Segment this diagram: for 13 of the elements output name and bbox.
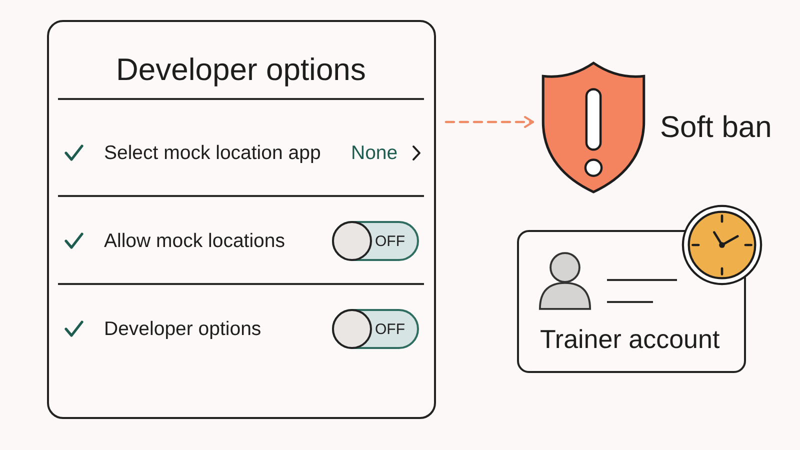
card-title: Trainer account — [540, 325, 720, 355]
setting-label: Select mock location app — [104, 142, 321, 164]
settings-panel — [47, 20, 436, 419]
setting-label: Developer options — [104, 318, 262, 340]
toggle-switch: OFF — [332, 309, 419, 349]
account-card — [517, 230, 746, 373]
dashed-arrow — [444, 116, 534, 128]
panel-heading: Developer options — [115, 52, 367, 88]
shield-icon — [541, 61, 646, 194]
shield-label: Soft ban — [660, 111, 772, 146]
toggle-switch: OFF — [332, 221, 419, 261]
setting-value: None — [351, 142, 398, 164]
setting-label: Allow mock locations — [104, 230, 285, 252]
